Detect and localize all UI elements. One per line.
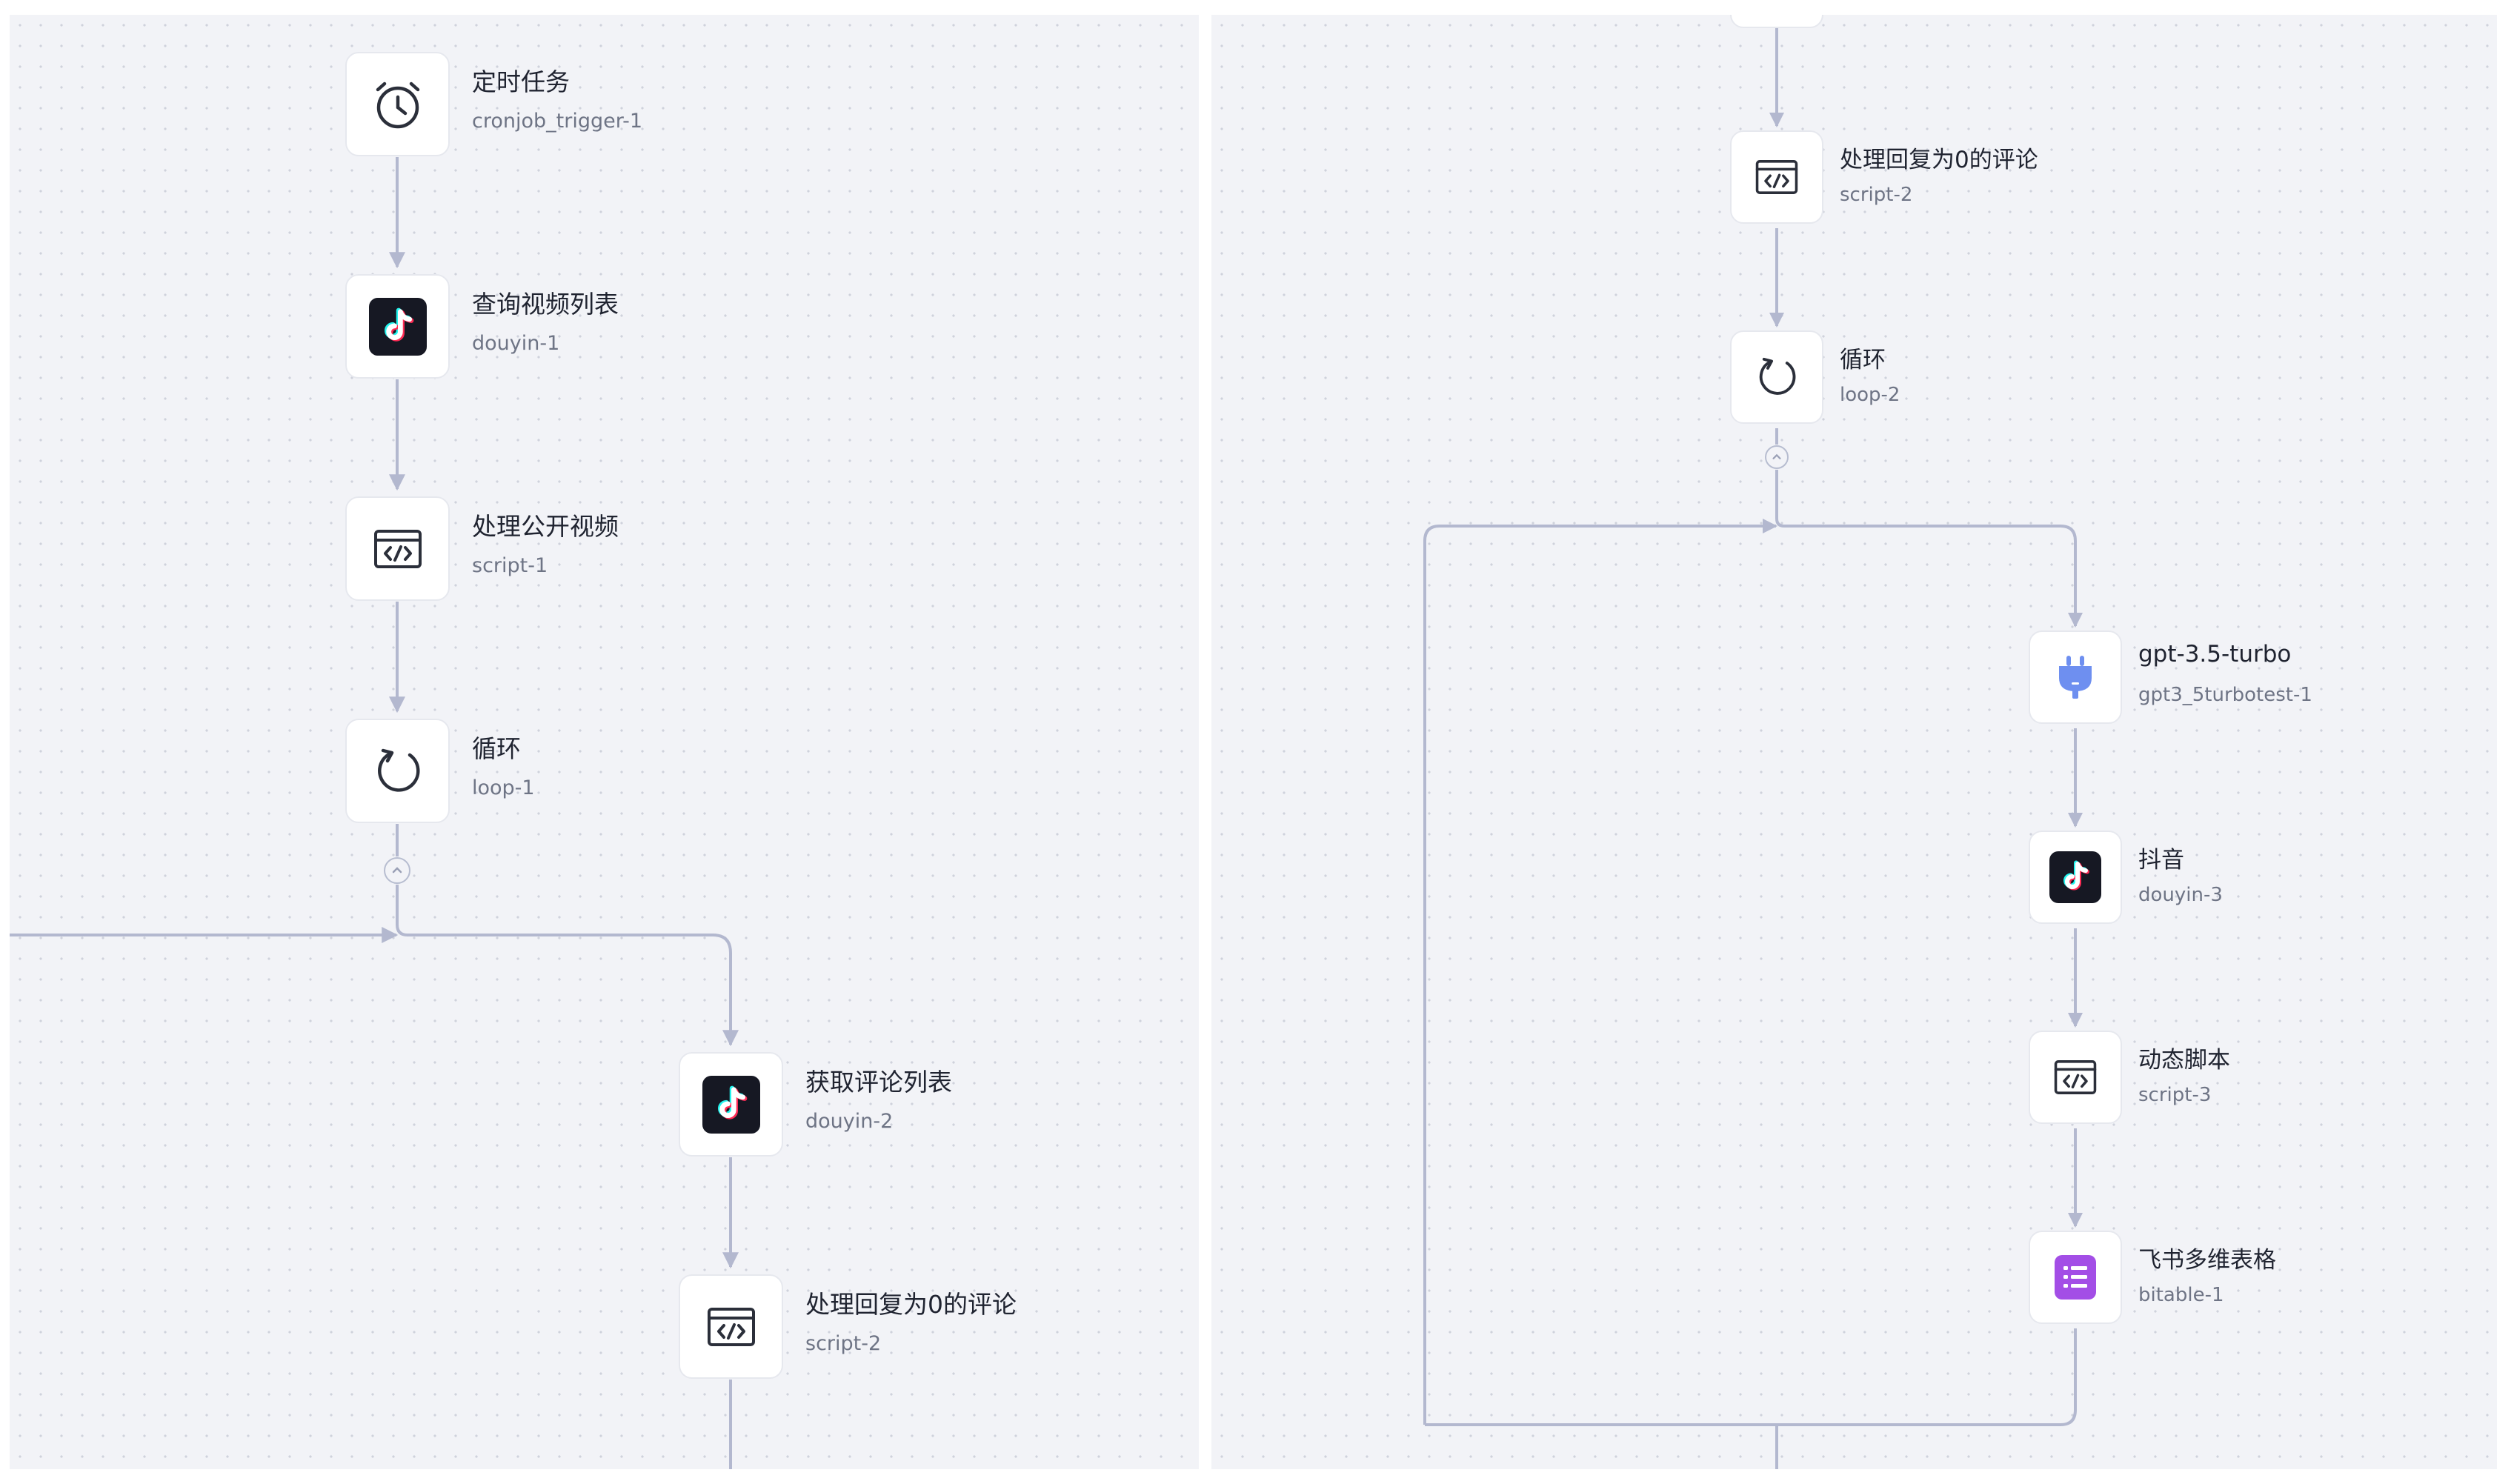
bitable-icon [2055,1255,2096,1300]
loop-icon [1759,357,1796,395]
node-id: script-2 [805,1332,882,1355]
node-douyin-1[interactable] [345,274,450,379]
node-id: loop-2 [1840,384,1900,406]
node-title: 处理公开视频 [472,512,619,541]
chevron-up-icon [392,867,402,874]
node-cronjob-trigger[interactable] [345,52,450,156]
code-script-icon [2054,1060,2097,1094]
node-id: douyin-1 [472,332,560,355]
node-title: gpt-3.5-turbo [2138,641,2292,668]
node-id: gpt3_5turbotest-1 [2138,684,2312,706]
node-loop-1[interactable] [345,719,450,823]
left-edges [10,157,739,1469]
node-script-1[interactable] [345,496,450,601]
node-title: 动态脚本 [2138,1047,2230,1074]
loop-icon [377,748,420,792]
node-id: loop-1 [472,776,535,799]
node-id: script-2 [1840,184,1913,206]
node-title: 定时任务 [472,67,570,96]
node-id: douyin-2 [805,1110,894,1133]
node-id: cronjob_trigger-1 [472,110,643,133]
node-title: 获取评论列表 [805,1068,952,1097]
node-script-2[interactable] [679,1274,783,1379]
code-script-icon [1755,160,1798,194]
node-script-3[interactable] [2029,1031,2122,1124]
node-title: 处理回复为0的评论 [1840,147,2038,173]
node-title: 循环 [472,734,521,763]
node-title: 抖音 [2138,847,2184,874]
node-douyin-2[interactable] [679,1052,783,1157]
code-script-icon [373,529,422,568]
node-cutoff-top[interactable] [1730,15,1823,28]
right-canvas[interactable]: 处理回复为0的评论 script-2 循环 loop-2 gpt-3.5-tur… [1211,15,2497,1469]
douyin-icon [368,297,427,356]
node-title: 循环 [1840,347,1886,373]
node-loop-2[interactable] [1730,330,1823,424]
right-edges [1423,15,2083,1469]
node-douyin-3[interactable] [2029,831,2122,924]
douyin-icon [2049,851,2101,903]
alarm-clock-icon [376,81,419,128]
node-gpt3-5-turbo[interactable] [2029,630,2122,724]
node-bitable-1[interactable] [2029,1231,2122,1324]
left-canvas[interactable]: 定时任务 cronjob_trigger-1 查询视频列表 douyin-1 处… [10,15,1199,1469]
node-title: 处理回复为0的评论 [805,1290,1017,1319]
node-id: script-3 [2138,1084,2212,1106]
node-title: 查询视频列表 [472,290,619,319]
plug-icon [2059,656,2092,699]
node-id: douyin-3 [2138,884,2223,906]
node-id: script-1 [472,554,548,577]
loop-collapse-toggle[interactable] [1765,445,1789,469]
loop-collapse-toggle[interactable] [384,857,410,884]
node-id: bitable-1 [2138,1284,2224,1306]
code-script-icon [707,1307,755,1346]
chevron-up-icon [1772,453,1781,459]
node-title: 飞书多维表格 [2138,1247,2276,1274]
node-script-2[interactable] [1730,130,1823,224]
douyin-icon [702,1075,760,1134]
